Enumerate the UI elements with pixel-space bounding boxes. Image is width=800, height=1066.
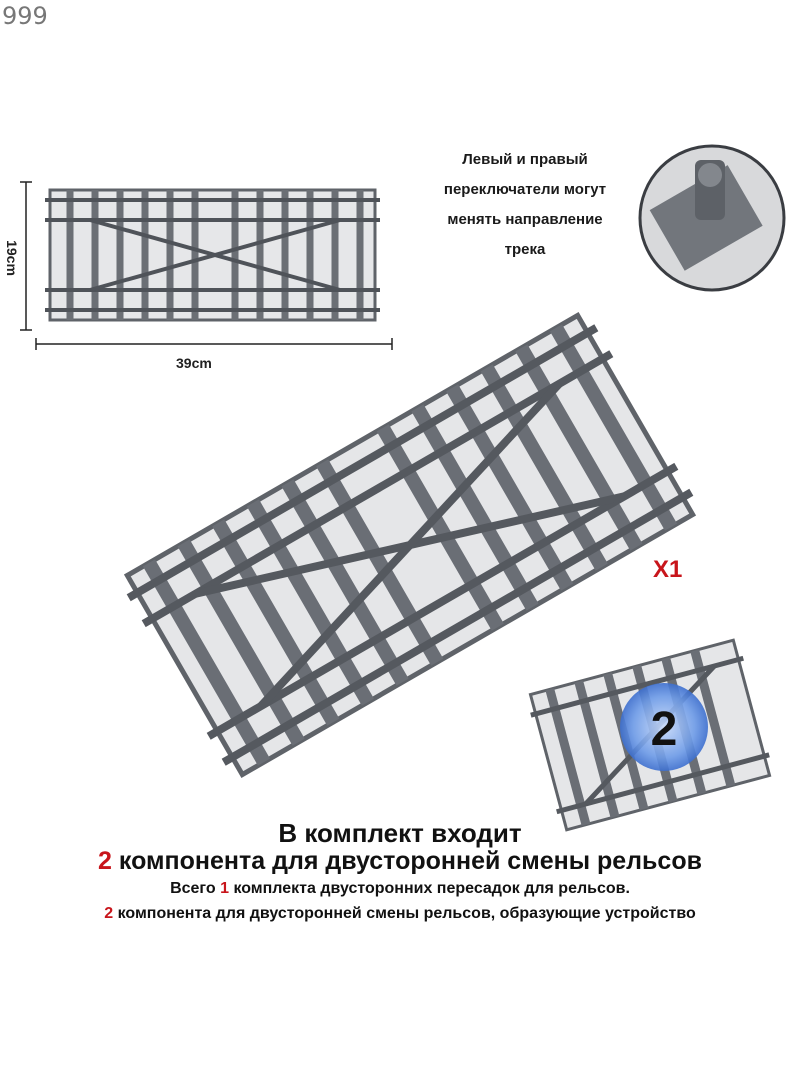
switch-callout: Левый и правый переключатели могут менят… (410, 145, 640, 265)
device-components-count: 2 (104, 905, 114, 922)
total-sets-count: 1 (220, 880, 229, 897)
total-sets-line: Всего 1 комплекта двусторонних пересадок… (0, 880, 800, 898)
quantity-label: X1 (653, 556, 683, 583)
callout-line-3: менять направление (447, 211, 603, 228)
device-components-line: 2 компонента для двусторонней смены рель… (0, 905, 800, 923)
callout-line-2: переключатели могут (443, 181, 607, 198)
device-components-text: компонента для двусторонней смены рельсо… (113, 905, 696, 922)
callout-line-4: трека (504, 241, 546, 258)
components-text: компонента для двусторонней смены рельсо… (111, 847, 702, 875)
number-badge-text: 2 (651, 703, 678, 756)
package-heading: В комплект входит (278, 818, 522, 848)
main-track-image (123, 311, 697, 779)
schematic-track-image (45, 188, 380, 322)
dimension-lines (20, 181, 393, 350)
total-sets-prefix: Всего (170, 880, 221, 897)
components-count: 2 (98, 847, 112, 875)
switch-closeup-image (638, 144, 786, 292)
total-sets-text: комплекта двусторонних пересадок для рел… (229, 880, 630, 897)
height-dimension-label: 19cm (3, 240, 20, 276)
callout-line-1: Левый и правый (462, 151, 588, 168)
number-badge-circle (620, 683, 708, 771)
width-dimension-label: 39cm (176, 355, 212, 371)
watermark-text: 999 (2, 2, 48, 30)
package-components-line: 2 компонента для двусторонней смены рель… (0, 847, 800, 876)
